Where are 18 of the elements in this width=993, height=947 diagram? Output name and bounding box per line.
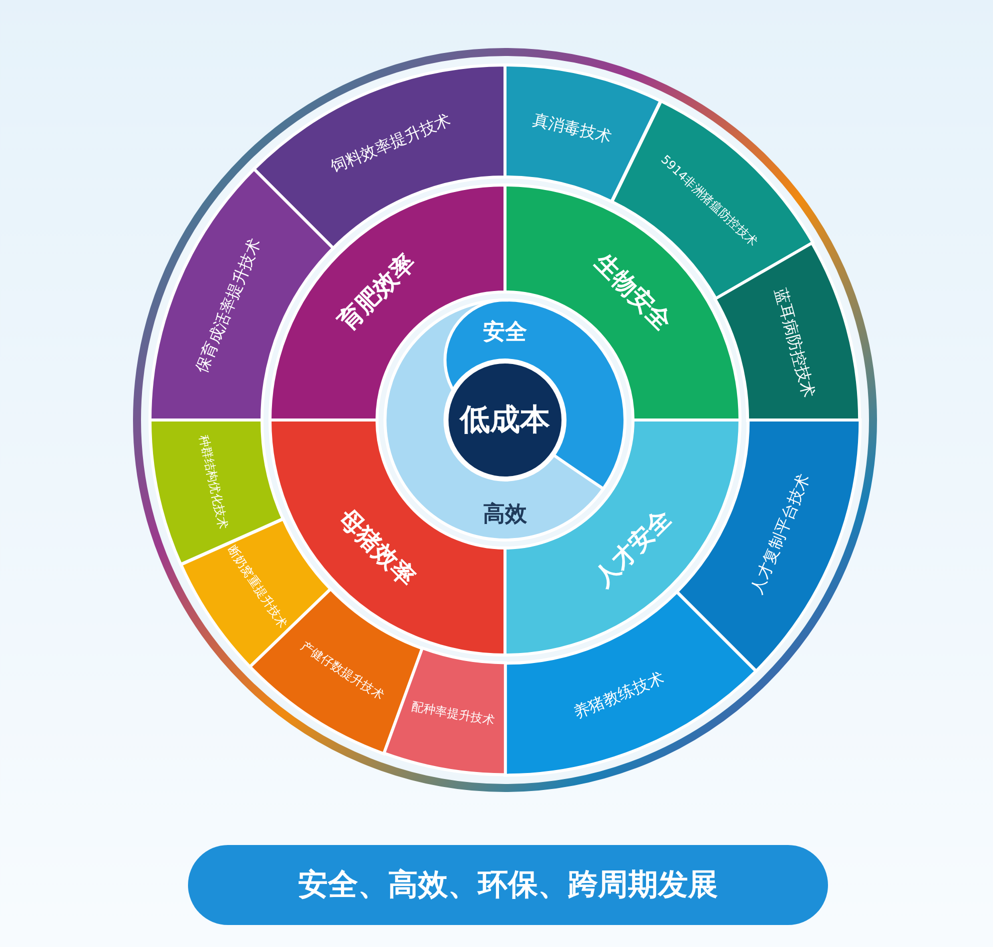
center-label: 低成本 [460,402,550,440]
slogan-text: 安全、高效、环保、跨周期发展 [298,866,718,904]
segment-label: 断奶窝重提升技术 [224,542,291,632]
segment-label: 种群结构优化技术 [195,433,231,531]
segment-label: 饲料效率提升技术 [327,110,454,178]
segment-label: 人才安全 [588,503,678,594]
segment-label: 真消毒技术 [530,109,614,148]
segment-label: 人才复制平台技术 [747,471,815,598]
segment-label: 育肥效率 [332,246,422,337]
center-label: 安全 [483,318,527,347]
segment-label: 蓝耳病防控技术 [770,286,818,400]
segment-label: 配种率提升技术 [410,698,496,730]
segment-label: 生物安全 [588,246,678,337]
segment-label: 保育成活率提升技术 [192,235,266,376]
center-label: 高效 [483,500,527,529]
segment-label: 母猪效率 [332,503,422,594]
segment-label: 养猪教练技术 [571,668,668,724]
segment-label: 产健仔数提升技术 [297,637,388,704]
